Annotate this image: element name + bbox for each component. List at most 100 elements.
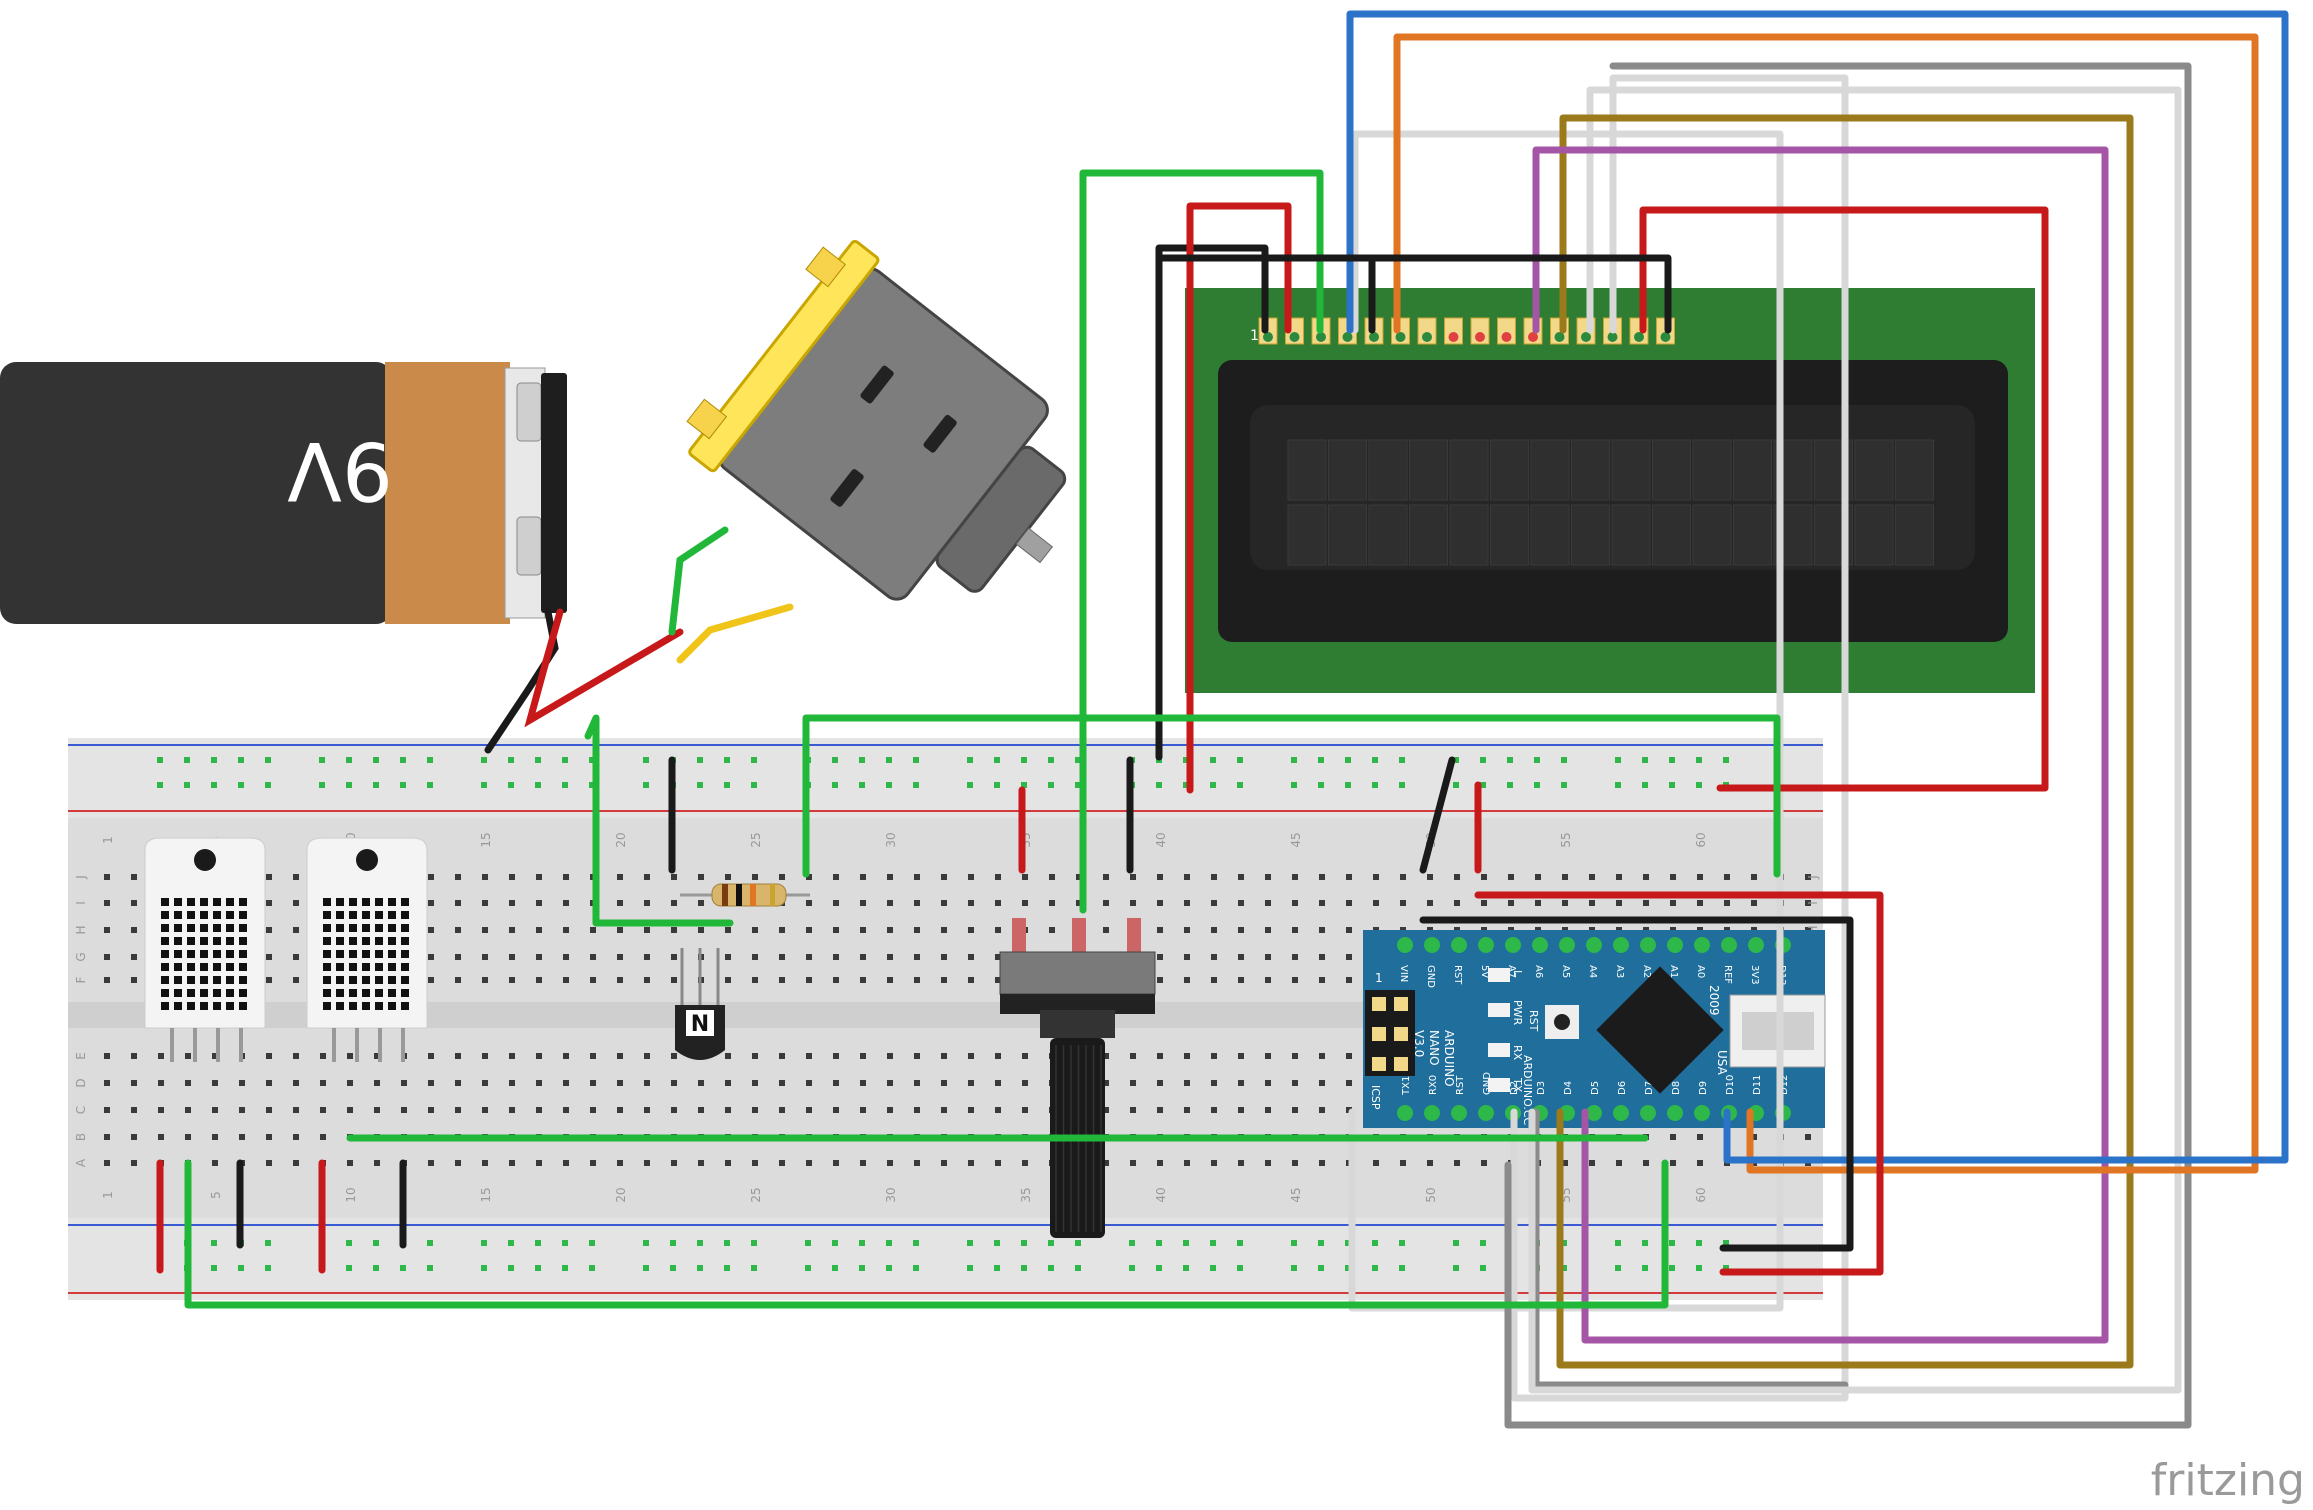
breadboard-hole [995,900,1001,906]
breadboard-hole [1346,1080,1352,1086]
rail-hole [1291,1265,1297,1271]
breadboard-row-label: F [74,976,88,983]
dht-grille-slot [336,924,344,932]
dht-grille-slot [375,950,383,958]
breadboard-hole [806,1080,812,1086]
nano-pwr-label: PWR [1511,1000,1524,1026]
breadboard-hole [536,1053,542,1059]
lcd-pin-hole [1289,332,1300,342]
breadboard-hole [1724,900,1730,906]
icsp-pin [1372,997,1386,1011]
breadboard-hole [1508,900,1514,906]
rail-hole [400,757,406,763]
rail-hole [589,1240,595,1246]
rail-hole [805,1265,811,1271]
dht-grille-slot [161,950,169,958]
lcd-cell [1692,504,1732,566]
breadboard-hole [1157,1080,1163,1086]
lcd-pin-hole [1448,332,1459,342]
nano-pin-label: A2 [1641,965,1652,978]
breadboard-hole [158,1134,164,1140]
nano-pad [1424,937,1440,953]
dht-grille-slot [226,976,234,984]
breadboard-hole [1805,874,1811,880]
breadboard-hole [1292,1107,1298,1113]
breadboard-hole [698,1080,704,1086]
breadboard-hole [185,1134,191,1140]
breadboard-hole [941,1160,947,1166]
breadboard-hole [563,927,569,933]
dht-grille-slot [401,937,409,945]
breadboard-hole [266,927,272,933]
breadboard-hole [1643,1160,1649,1166]
breadboard-hole [671,977,677,983]
dht-grille-slot [336,963,344,971]
rail-hole [508,757,514,763]
breadboard-column-number: 55 [1559,832,1573,847]
rail-hole [1615,757,1621,763]
rail-hole [265,782,271,788]
rail-hole [913,782,919,788]
dht-grille-slot [239,1002,247,1010]
breadboard-hole [644,954,650,960]
breadboard-hole [941,1107,947,1113]
rail-hole [859,782,865,788]
dht-grille-slot [200,898,208,906]
breadboard-hole [806,1053,812,1059]
rail-hole [1183,1240,1189,1246]
breadboard-hole [104,1053,110,1059]
breadboard-hole [914,874,920,880]
breadboard-hole [752,977,758,983]
rail-hole [697,757,703,763]
dht-grille-slot [174,976,182,984]
rail-hole [805,1240,811,1246]
breadboard-hole [1211,1107,1217,1113]
breadboard-hole [536,1080,542,1086]
breadboard-hole [1184,954,1190,960]
rail-hole [994,757,1000,763]
lcd-cell [1854,504,1894,566]
breadboard-hole [1211,900,1217,906]
rail-hole [1669,782,1675,788]
breadboard-hole [1292,954,1298,960]
breadboard-hole [1751,900,1757,906]
breadboard-hole [833,927,839,933]
dht-grille-slot [161,1002,169,1010]
pot-pin [1012,918,1026,958]
lcd-cell [1652,439,1691,501]
nano-icsp-label: ICSP [1369,1085,1382,1110]
breadboard-hole [590,927,596,933]
rail-hole [1696,1240,1702,1246]
battery-9v: 9V [0,362,567,624]
breadboard-hole [1265,1080,1271,1086]
lcd-cell [1611,504,1651,566]
dht-grille-slot [213,963,221,971]
wire-black [1155,254,1672,334]
rail-hole [1237,757,1243,763]
breadboard-hole [293,1107,299,1113]
breadboard-hole [482,927,488,933]
breadboard-hole [509,900,515,906]
breadboard-hole [1211,1053,1217,1059]
rail-hole [1048,1240,1054,1246]
rail-hole [373,1240,379,1246]
dht-grille-slot [200,911,208,919]
rail-hole [1048,782,1054,788]
breadboard-hole [941,927,947,933]
rail-hole [319,782,325,788]
dht-grille-slot [375,1002,383,1010]
dht-grille-slot [213,976,221,984]
dht-grille-slot [388,898,396,906]
dht-grille-slot [323,1002,331,1010]
nano-pin1-label: 1 [1375,971,1383,985]
breadboard-hole [779,1080,785,1086]
motor-yellow-lead [676,603,794,664]
breadboard-hole [860,900,866,906]
dht-grille-slot [187,911,195,919]
dht-grille-slot [388,911,396,919]
dht-grille-slot [161,989,169,997]
breadboard-hole [1589,900,1595,906]
breadboard-hole [725,1053,731,1059]
breadboard-hole [1265,1160,1271,1166]
rail-hole [1210,782,1216,788]
